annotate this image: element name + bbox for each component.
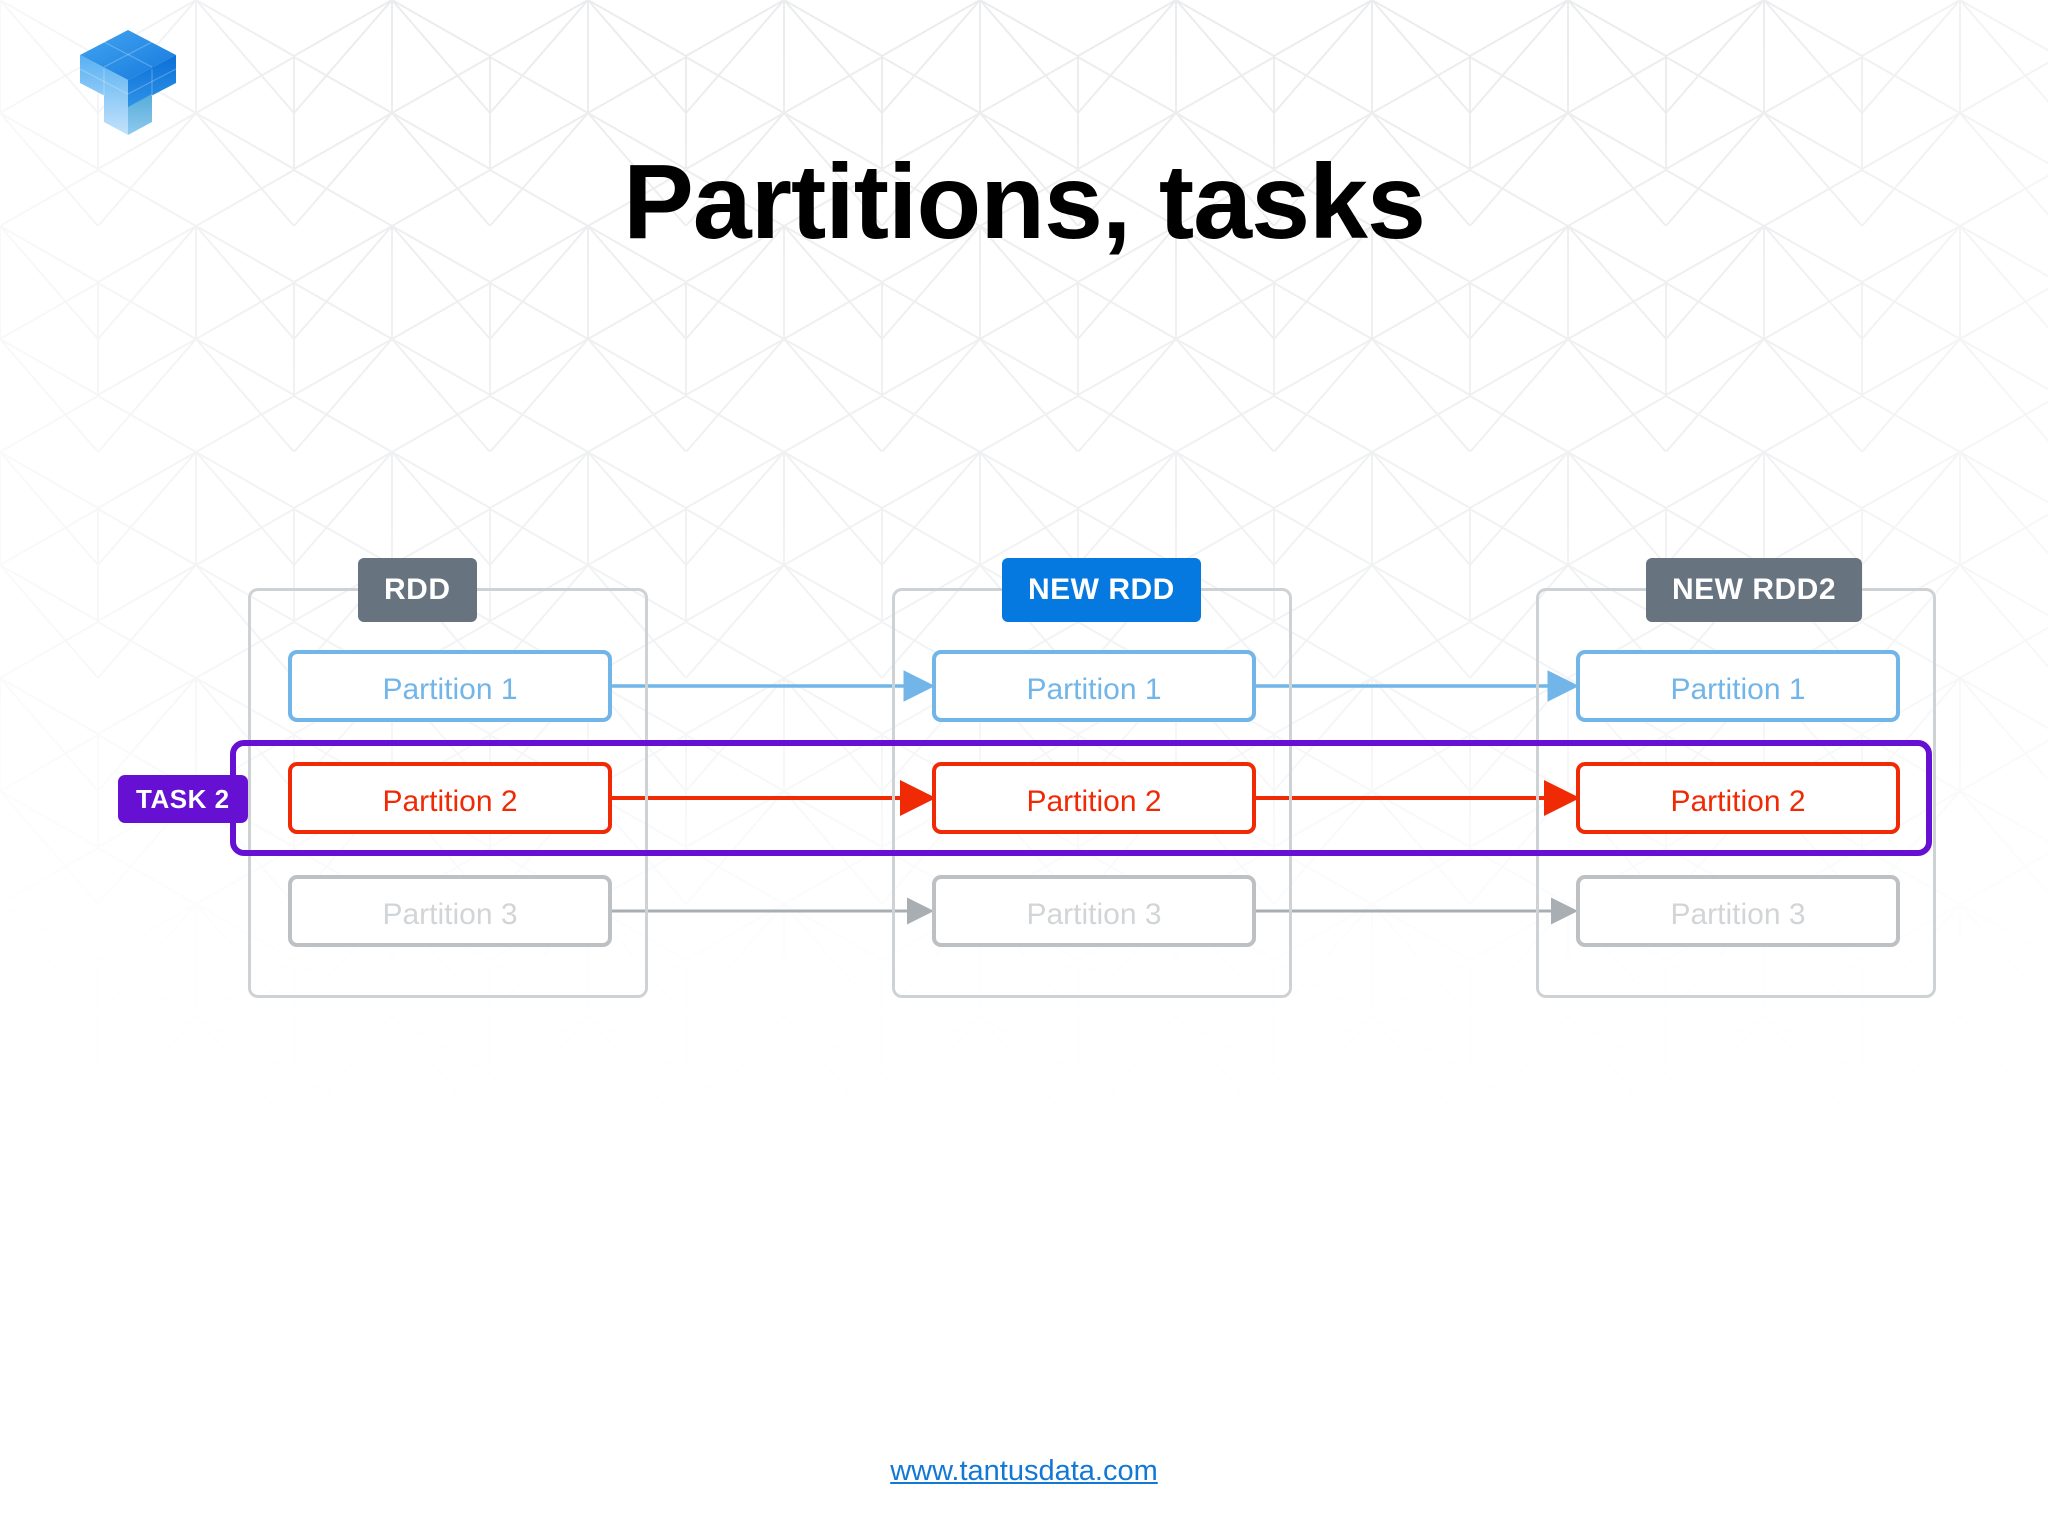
partition-box[interactable]: Partition 1 [1576, 650, 1900, 722]
footer-website-link[interactable]: www.tantusdata.com [890, 1455, 1158, 1487]
task-highlight-box [230, 740, 1932, 856]
rdd-badge: RDD [358, 558, 477, 622]
partition-box[interactable]: Partition 1 [932, 650, 1256, 722]
partition-box[interactable]: Partition 2 [1576, 762, 1900, 834]
partition-box[interactable]: Partition 1 [288, 650, 612, 722]
tantusdata-logo-icon [79, 30, 177, 135]
partition-box[interactable]: Partition 3 [1576, 875, 1900, 947]
task-badge: TASK 2 [118, 775, 248, 823]
partition-box[interactable]: Partition 2 [932, 762, 1256, 834]
page-title: Partitions, tasks [623, 143, 1426, 261]
partition-box[interactable]: Partition 2 [288, 762, 612, 834]
rdd-badge: NEW RDD [1002, 558, 1201, 622]
partition-box[interactable]: Partition 3 [288, 875, 612, 947]
rdd-badge: NEW RDD2 [1646, 558, 1863, 622]
partition-box[interactable]: Partition 3 [932, 875, 1256, 947]
